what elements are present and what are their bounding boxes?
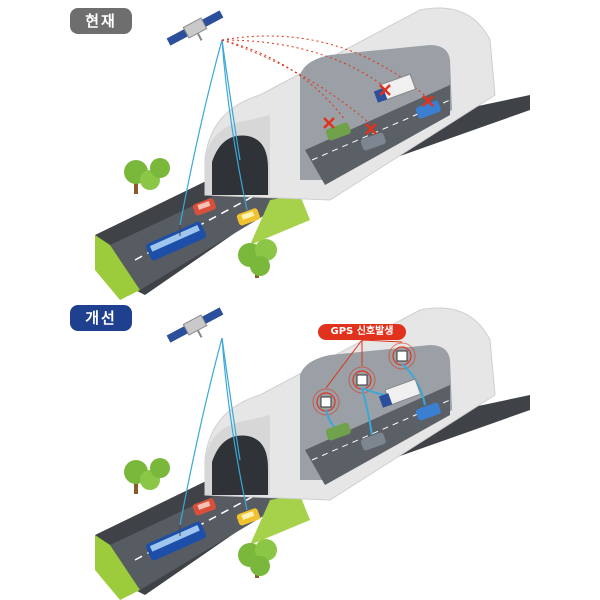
panel-improved: 개선 GPS 신호발생 <box>0 300 600 600</box>
satellite-link-bus <box>179 39 223 226</box>
tunnel-portal <box>212 135 268 195</box>
tree-icon <box>238 239 277 278</box>
satellite-link-bus <box>179 337 223 526</box>
grass-right <box>250 195 310 245</box>
satellite-icon <box>166 307 224 343</box>
car-icon-red <box>192 198 216 216</box>
panel-current: 현재 <box>70 7 530 300</box>
blocked-signal-1 <box>221 39 396 96</box>
gps-signal-callout: GPS 신호발생 <box>318 324 406 340</box>
satellite-link-car <box>221 337 248 511</box>
satellite-link-car <box>221 39 248 211</box>
satellite-icon <box>166 10 224 46</box>
car-icon-yellow <box>236 508 260 526</box>
bus-icon <box>145 521 207 561</box>
truck-icon <box>378 378 422 408</box>
tree-icon <box>238 539 277 578</box>
tunnel-portal <box>212 435 268 495</box>
car-icon-grey <box>360 432 386 451</box>
car-icon-green <box>325 122 351 141</box>
grass-left <box>95 535 140 600</box>
x-mark-icon <box>323 84 434 135</box>
grass-right <box>250 495 310 545</box>
scene-current <box>95 7 530 300</box>
tree-icon <box>124 158 170 194</box>
current-label: 현재 <box>70 8 132 34</box>
car-icon-grey <box>360 132 386 151</box>
improved-label: 개선 <box>70 305 132 331</box>
satellite-link-portal <box>221 39 241 161</box>
grass-left <box>95 235 140 300</box>
car-icon-yellow <box>236 208 260 226</box>
car-icon-green <box>325 422 351 441</box>
car-icon-blue <box>415 402 441 421</box>
scene-improved <box>95 307 530 600</box>
blocked-signal-4 <box>221 39 376 129</box>
car-icon-blue <box>415 100 441 119</box>
repeater-link <box>361 387 373 436</box>
bus-icon <box>145 221 207 261</box>
tree-icon <box>124 458 170 494</box>
callout-lines <box>325 339 403 389</box>
car-icon-red <box>192 498 216 516</box>
satellite-link-portal <box>221 337 241 461</box>
